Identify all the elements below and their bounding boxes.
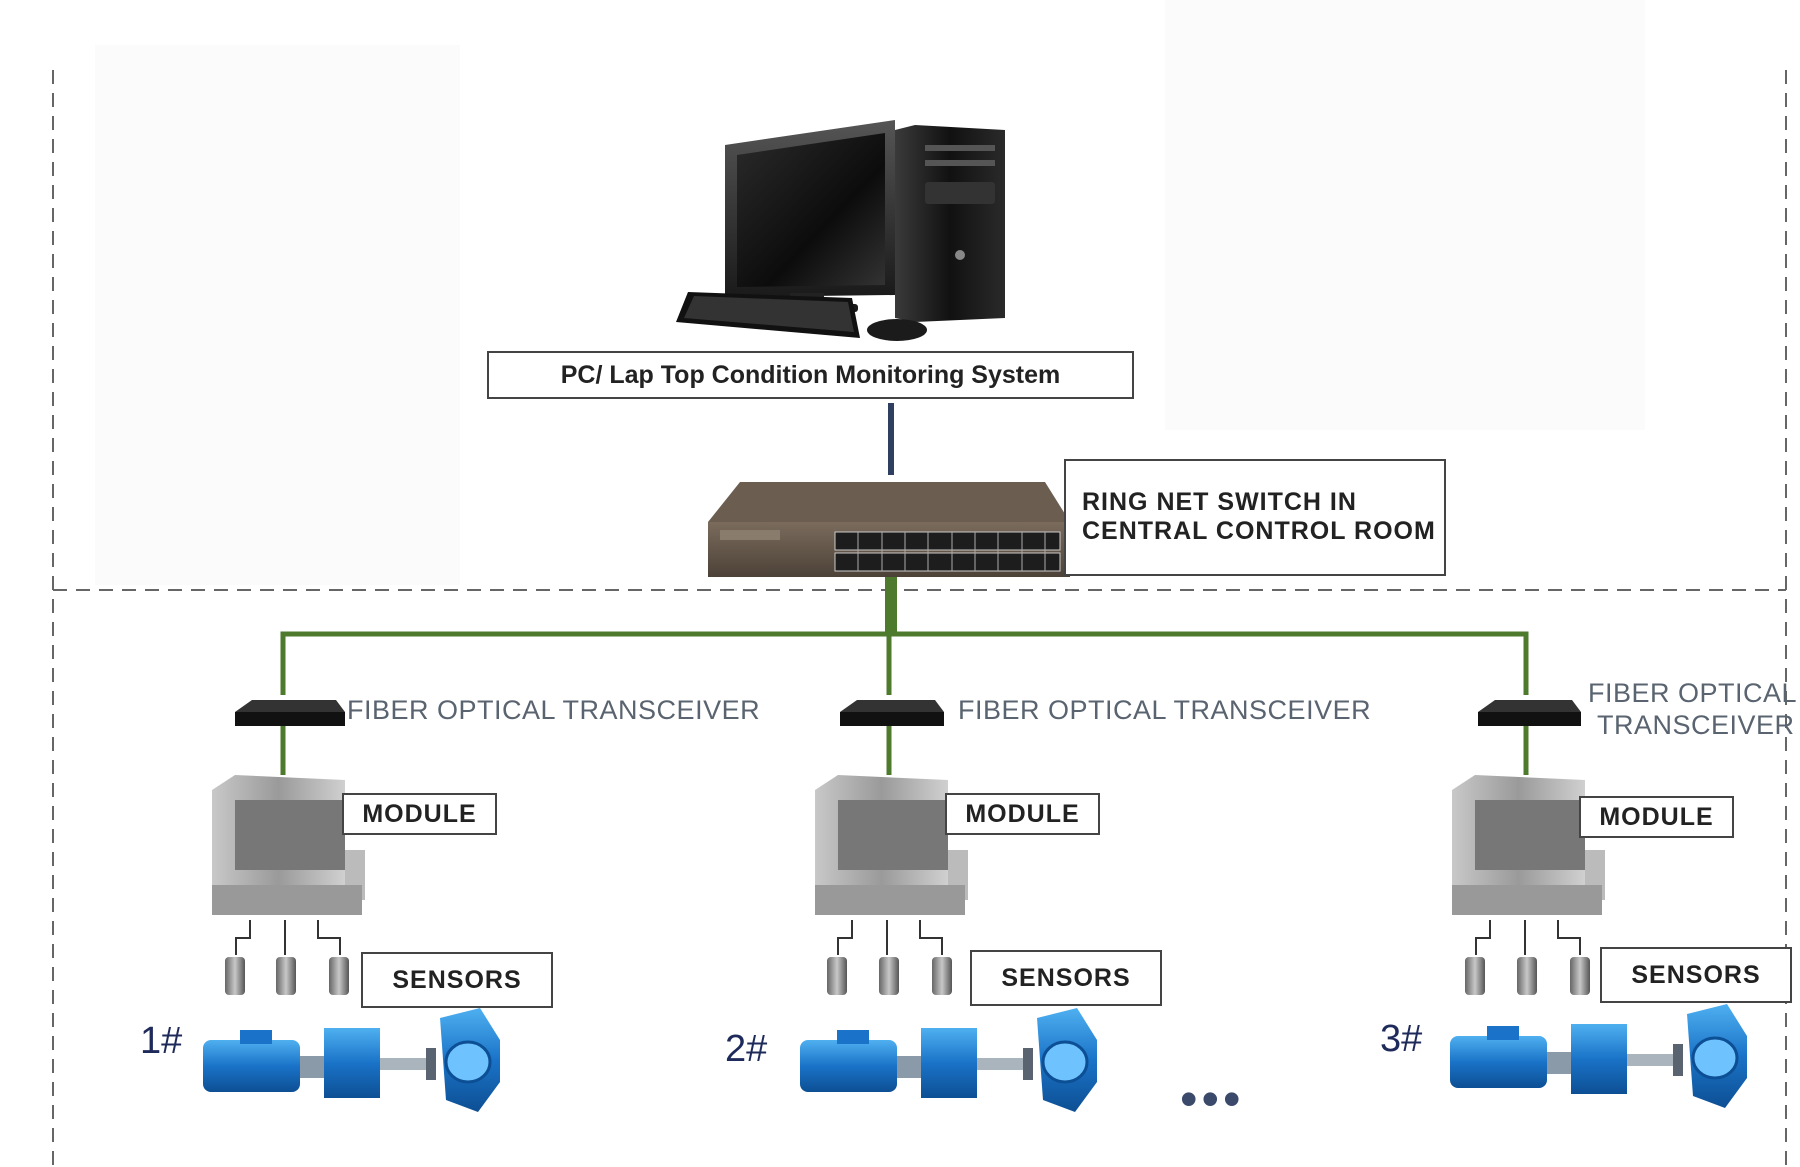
machine-3 bbox=[1450, 1004, 1747, 1108]
module-device-1 bbox=[212, 775, 365, 915]
transceiver-2 bbox=[840, 700, 944, 726]
sensor-group-2 bbox=[827, 957, 952, 995]
transceiver-1 bbox=[235, 700, 345, 726]
mouse bbox=[867, 319, 927, 341]
machine-number-2: 2# bbox=[725, 1028, 768, 1070]
sensor-wiring bbox=[235, 920, 1581, 955]
transceiver-3 bbox=[1478, 700, 1581, 726]
boundary-dashes bbox=[52, 70, 1787, 1167]
network-switch bbox=[708, 482, 1070, 577]
module-label-2: MODULE bbox=[945, 793, 1100, 835]
pc-workstation bbox=[676, 120, 1005, 341]
pc-tower bbox=[895, 125, 1005, 322]
sensors-label-2: SENSORS bbox=[970, 950, 1162, 1006]
sensors-label-3: SENSORS bbox=[1600, 947, 1792, 1003]
transceiver-label-3-line1: FIBER OPTICAL bbox=[1588, 678, 1798, 708]
machine-1 bbox=[203, 1008, 500, 1112]
module-device-2 bbox=[815, 775, 968, 915]
sensors-label-1: SENSORS bbox=[361, 952, 553, 1008]
transceiver-label-3-line2: TRANSCEIVER bbox=[1597, 710, 1795, 740]
monitor bbox=[725, 120, 895, 312]
machine-number-1: 1# bbox=[140, 1020, 183, 1062]
transceiver-label-1: FIBER OPTICAL TRANSCEIVER bbox=[347, 695, 761, 725]
fiber-network-lines bbox=[280, 575, 1529, 775]
sensor-group-3 bbox=[1465, 957, 1590, 995]
module-label-3: MODULE bbox=[1579, 796, 1734, 838]
module-device-3 bbox=[1452, 775, 1605, 915]
switch-label: RING NET SWITCH IN CENTRAL CONTROL ROOM bbox=[1064, 459, 1446, 576]
more-machines-indicator: ••• bbox=[1180, 1071, 1245, 1127]
transceiver-label-2: FIBER OPTICAL TRANSCEIVER bbox=[958, 695, 1372, 725]
machine-2 bbox=[800, 1008, 1097, 1112]
pc-label: PC/ Lap Top Condition Monitoring System bbox=[487, 351, 1134, 399]
switch-label-line2: CENTRAL CONTROL ROOM bbox=[1082, 517, 1436, 545]
sensor-group-1 bbox=[225, 957, 349, 995]
module-label-1: MODULE bbox=[342, 793, 497, 835]
machine-number-3: 3# bbox=[1380, 1018, 1423, 1060]
keyboard bbox=[676, 292, 860, 338]
switch-label-line1: RING NET SWITCH IN bbox=[1082, 488, 1357, 516]
